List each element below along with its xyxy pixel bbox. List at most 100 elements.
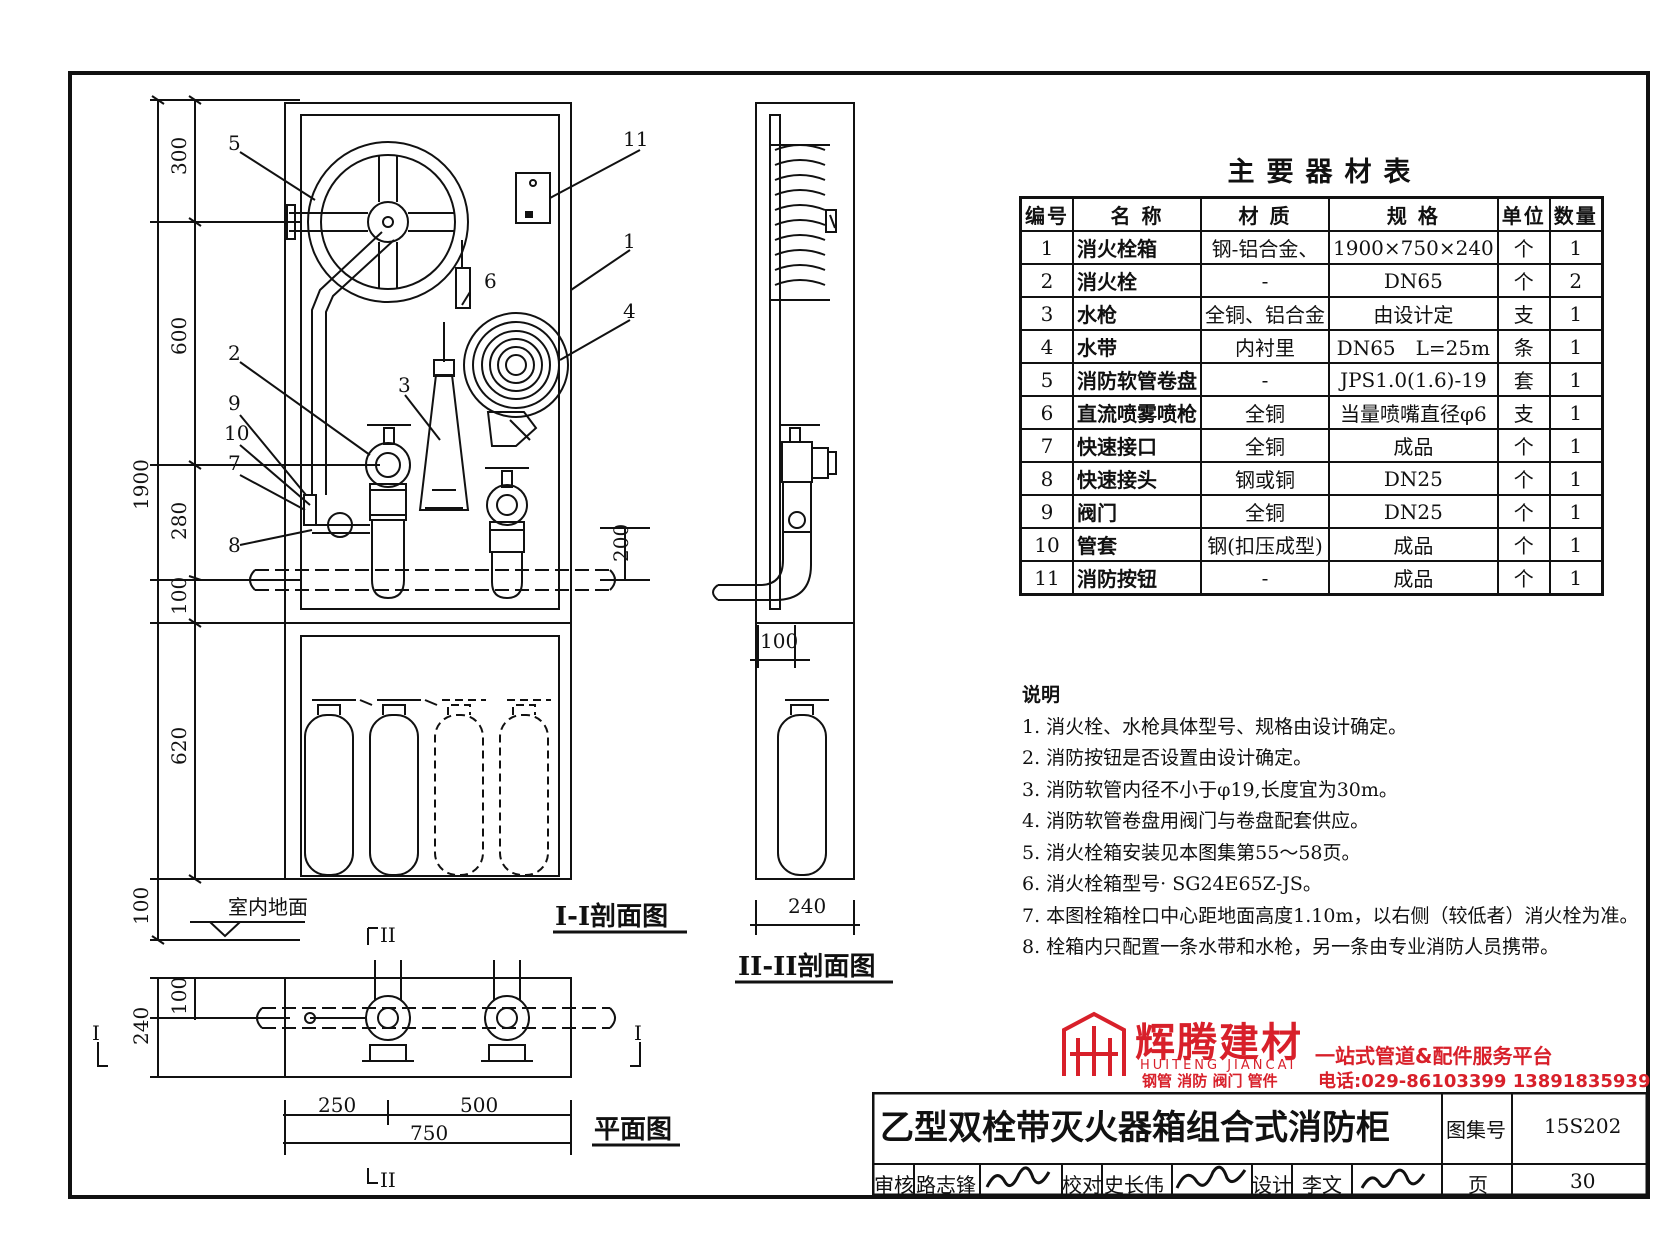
table-cell: 8: [1019, 461, 1074, 496]
table-cell: 个: [1496, 263, 1551, 298]
table-cell: 成品: [1328, 428, 1499, 463]
table-cell: 个: [1496, 428, 1551, 463]
table-cell: 当量喷嘴直径φ6: [1328, 395, 1499, 430]
callout-7: 7: [228, 451, 241, 475]
table-cell: 套: [1496, 362, 1551, 397]
table-cell: 成品: [1328, 560, 1499, 596]
table-cell: -: [1200, 362, 1330, 397]
sheet-border: [68, 71, 1650, 1199]
col-header: 规 格: [1328, 196, 1499, 232]
table-cell: 个: [1496, 230, 1551, 265]
page-label: 页: [1468, 1173, 1488, 1197]
table-cell: JPS1.0(1.6)-19: [1328, 362, 1499, 397]
dim-100-side: 100: [760, 629, 798, 653]
table-cell: 1: [1548, 329, 1604, 364]
table-cell: -: [1200, 263, 1330, 298]
table-cell: 个: [1496, 461, 1551, 496]
dim-240-side: 240: [788, 894, 826, 918]
table-cell: 水枪: [1072, 296, 1202, 331]
brand-pinyin: HUITENG JIANCAI: [1140, 1058, 1297, 1073]
table-cell: 消防按钮: [1072, 560, 1202, 596]
floor-label: 室内地面: [228, 895, 308, 919]
title-underlines: [553, 930, 893, 1147]
callout-4: 4: [623, 299, 636, 323]
plan-drawing: [97, 927, 641, 1184]
table-cell: 全铜: [1200, 494, 1330, 529]
section-1-drawing: [150, 95, 650, 945]
table-cell: 1: [1548, 494, 1604, 529]
col-header: 编号: [1019, 196, 1074, 232]
note-item: 7. 本图栓箱栓口中心距地面高度1.10m，以右侧（较低者）消火栓为准。: [1022, 904, 1639, 927]
table-cell: 支: [1496, 395, 1551, 430]
table-cell: 1: [1548, 230, 1604, 265]
brand-logo-icon: [1062, 1011, 1126, 1076]
section-2-drawing: [712, 102, 860, 935]
brand-phone: 电话:029-86103399 13891835939: [1318, 1071, 1651, 1092]
design-label: 设计: [1252, 1173, 1292, 1197]
dim-280: 280: [167, 502, 191, 540]
atlas-label: 图集号: [1446, 1118, 1506, 1142]
dim-600: 600: [167, 317, 191, 355]
signature-check: [1175, 1165, 1247, 1189]
table-cell: DN65: [1328, 263, 1499, 298]
table-cell: 由设计定: [1328, 296, 1499, 331]
table-cell: 支: [1496, 296, 1551, 331]
callout-10: 10: [224, 421, 249, 445]
dim-100-a: 100: [167, 577, 191, 615]
title-block: 乙型双栓带灭火器箱组合式消防柜 图集号 15S202 审核 路志锋 校对 史长伟…: [872, 1092, 1648, 1197]
table-cell: 1: [1548, 395, 1604, 430]
plan-title: 平面图: [594, 1115, 672, 1145]
table-cell: 4: [1019, 329, 1074, 364]
signature-design: [1360, 1168, 1426, 1189]
table-cell: 1: [1548, 362, 1604, 397]
dim-1900: 1900: [129, 459, 153, 510]
notes: 说明 1. 消火栓、水枪具体型号、规格由设计确定。 2. 消防按钮是否设置由设计…: [1022, 680, 1642, 964]
check-label: 校对: [1062, 1173, 1102, 1197]
table-cell: 水带: [1072, 329, 1202, 364]
brand-subtitle: 钢管 消防 阀门 管件: [1142, 1072, 1278, 1090]
brand-slogan: 一站式管道&配件服务平台: [1315, 1044, 1553, 1068]
table-cell: 快速接头: [1072, 461, 1202, 496]
section-1-title: I-I剖面图: [555, 901, 668, 932]
dim-plan-750: 750: [410, 1121, 448, 1145]
table-cell: 1: [1548, 527, 1604, 562]
note-item: 1. 消火栓、水枪具体型号、规格由设计确定。: [1022, 715, 1408, 738]
title-block-grid: [872, 1092, 1648, 1196]
table-cell: DN65 L=25m: [1328, 329, 1499, 364]
drawing-title: 乙型双栓带灭火器箱组合式消防柜: [880, 1108, 1390, 1148]
table-cell: -: [1200, 560, 1330, 596]
callout-2: 2: [228, 341, 241, 365]
table-cell: 7: [1019, 428, 1074, 463]
table-cell: 钢(扣压成型): [1200, 527, 1330, 562]
section-mark-left: I: [92, 1021, 100, 1045]
check-name: 史长伟: [1104, 1173, 1164, 1197]
table-cell: DN25: [1328, 494, 1499, 529]
table-title: 主要器材表: [1227, 157, 1423, 188]
signature-review: [985, 1166, 1051, 1188]
section-mark-bottom: II: [380, 1168, 396, 1192]
dim-plan-250: 250: [318, 1093, 356, 1117]
table-cell: 9: [1019, 494, 1074, 529]
brand-name: 辉腾建材: [1135, 1020, 1303, 1066]
table-cell: 消火栓: [1072, 263, 1202, 298]
dim-100-b: 100: [129, 887, 153, 925]
table-cell: 成品: [1328, 527, 1499, 562]
col-header: 材 质: [1200, 196, 1330, 232]
table-cell: 1: [1548, 296, 1604, 331]
table-cell: 11: [1019, 560, 1074, 596]
section-mark-right: I: [634, 1021, 642, 1045]
dim-620: 620: [167, 727, 191, 765]
callout-3: 3: [398, 373, 411, 397]
note-item: 2. 消防按钮是否设置由设计确定。: [1022, 747, 1313, 769]
review-name: 路志锋: [916, 1173, 976, 1197]
callout-8: 8: [228, 533, 241, 557]
